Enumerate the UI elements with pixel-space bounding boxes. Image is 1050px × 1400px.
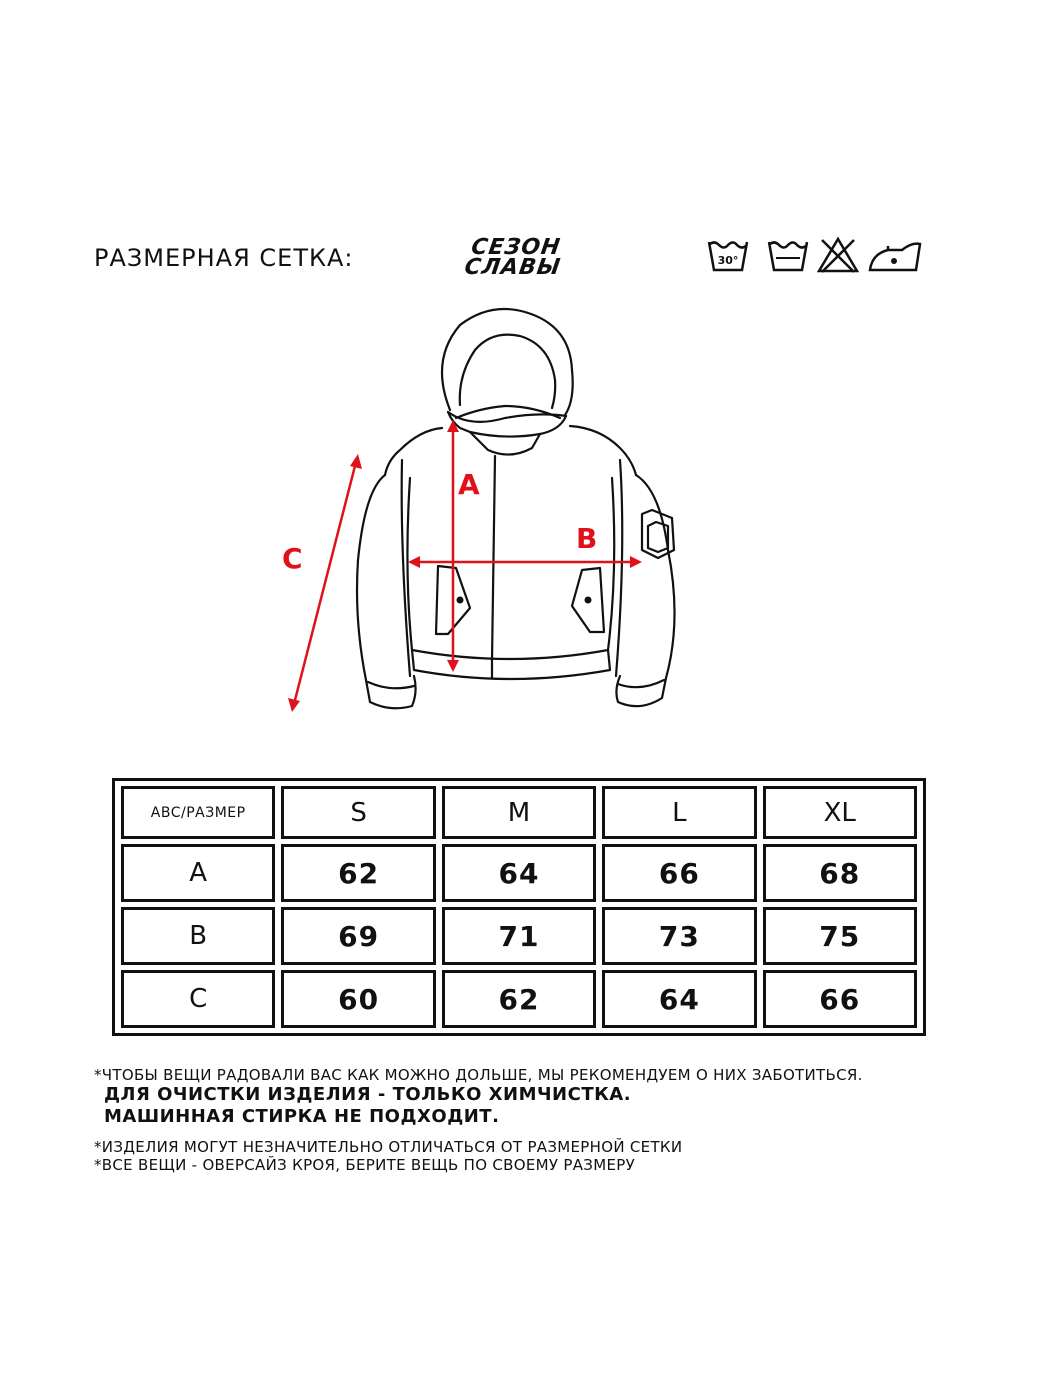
table-cell: 75	[762, 907, 917, 966]
dry-clean-note: ДЛЯ ОЧИСТКИ ИЗДЕЛИЯ - ТОЛЬКО ХИМЧИСТКА.	[104, 1084, 632, 1105]
page-title: РАЗМЕРНАЯ СЕТКА:	[94, 244, 354, 272]
table-cell: 73	[602, 907, 757, 966]
measure-b	[408, 556, 642, 568]
table-header-row: ABC/РАЗМЕР S M L XL	[121, 786, 917, 840]
table-cell: 64	[602, 970, 757, 1028]
brand-logo: СЕЗОН СЛАВЫ	[463, 235, 565, 280]
care-icons: 30°	[706, 236, 926, 276]
jacket-diagram: A B C	[282, 307, 676, 712]
table-cell: 64	[441, 844, 597, 903]
size-table-grid: ABC/РАЗМЕР S M L XL A 62 64 66 68 B 69 7…	[115, 781, 923, 1033]
iron-low-icon	[868, 242, 922, 272]
measure-c-label: C	[282, 542, 303, 575]
care-note: *ЧТОБЫ ВЕЩИ РАДОВАЛИ ВАС КАК МОЖНО ДОЛЬШ…	[94, 1066, 863, 1084]
no-machine-wash-note: МАШИННАЯ СТИРКА НЕ ПОДХОДИТ.	[104, 1106, 500, 1127]
measure-a	[447, 420, 459, 672]
measure-a-label: A	[458, 468, 480, 501]
table-cell: 60	[281, 970, 436, 1028]
size-header-xl: XL	[762, 786, 917, 840]
table-row: B 69 71 73 75	[121, 907, 917, 966]
table-cell: 68	[762, 844, 917, 903]
size-header-m: M	[441, 786, 597, 840]
size-header-l: L	[602, 786, 757, 840]
table-cell: 66	[762, 970, 917, 1028]
oversize-note: *ВСЕ ВЕЩИ - ОВЕРСАЙЗ КРОЯ, БЕРИТЕ ВЕЩЬ П…	[94, 1156, 636, 1174]
no-bleach-icon	[816, 236, 860, 273]
wash-30-icon: 30°	[707, 241, 749, 272]
deviation-note: *ИЗДЕЛИЯ МОГУТ НЕЗНАЧИТЕЛЬНО ОТЛИЧАТЬСЯ …	[94, 1138, 683, 1156]
table-cell: 62	[281, 844, 436, 903]
notes-block: *ЧТОБЫ ВЕЩИ РАДОВАЛИ ВАС КАК МОЖНО ДОЛЬШ…	[94, 1066, 863, 1174]
table-corner-cell: ABC/РАЗМЕР	[121, 786, 276, 840]
size-header-s: S	[281, 786, 436, 840]
table-cell: 66	[602, 844, 757, 903]
jacket-outline	[355, 307, 676, 710]
row-label-a: A	[121, 844, 276, 903]
table-cell: 71	[441, 907, 597, 966]
measure-c	[288, 454, 362, 712]
pocket-button-right	[584, 596, 592, 604]
row-label-c: C	[121, 970, 276, 1028]
hand-wash-icon	[767, 241, 809, 272]
size-table: ABC/РАЗМЕР S M L XL A 62 64 66 68 B 69 7…	[112, 778, 926, 1036]
measure-b-label: B	[576, 522, 597, 555]
table-row: A 62 64 66 68	[121, 844, 917, 903]
brand-line-2: СЛАВЫ	[462, 255, 563, 280]
table-cell: 62	[441, 970, 597, 1028]
pocket-button-left	[456, 596, 464, 604]
wash-temp-label: 30°	[718, 254, 739, 267]
table-row: C 60 62 64 66	[121, 970, 917, 1028]
table-cell: 69	[281, 907, 436, 966]
row-label-b: B	[121, 907, 276, 966]
